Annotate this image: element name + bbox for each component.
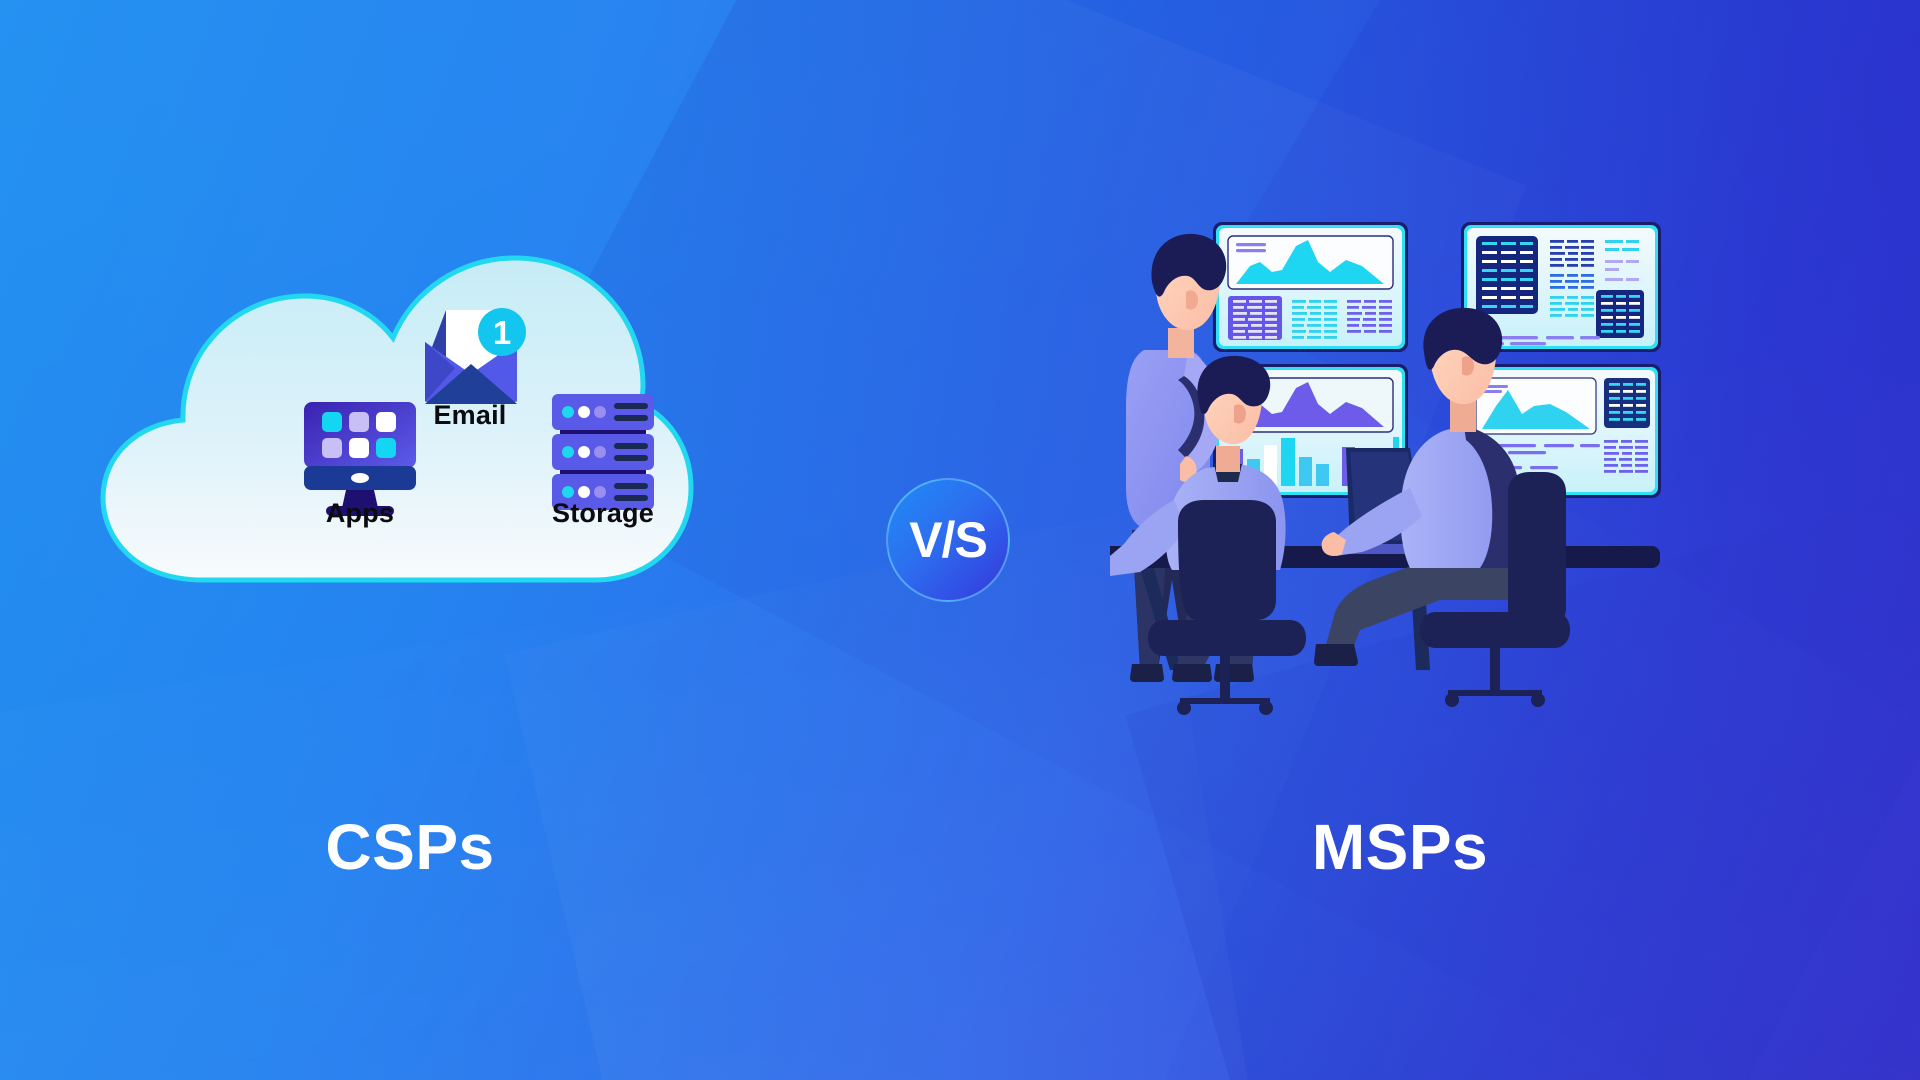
envelope-icon: 1 — [425, 308, 526, 404]
versus-label: V/S — [909, 512, 988, 568]
monitor-apps-icon — [304, 402, 416, 516]
email-label: Email — [433, 400, 507, 430]
msp-illustration — [1100, 222, 1661, 715]
monitor-top-right — [1461, 222, 1661, 352]
msp-scene-group — [1100, 200, 1810, 760]
monitor-top-left — [1213, 222, 1408, 352]
person-seated-right — [1314, 307, 1570, 707]
csp-cloud-group: Apps 1 Email — [95, 240, 695, 600]
server-stack-icon — [552, 394, 654, 510]
email-badge-count: 1 — [493, 314, 511, 351]
background-facet-d — [0, 528, 1302, 1080]
versus-badge: V/S — [886, 478, 1010, 602]
person-seated-left — [1110, 355, 1306, 715]
apps-label: Apps — [325, 498, 395, 528]
msp-heading: MSPs — [1311, 811, 1489, 883]
csp-heading: CSPs — [325, 811, 495, 883]
storage-label: Storage — [552, 498, 654, 528]
